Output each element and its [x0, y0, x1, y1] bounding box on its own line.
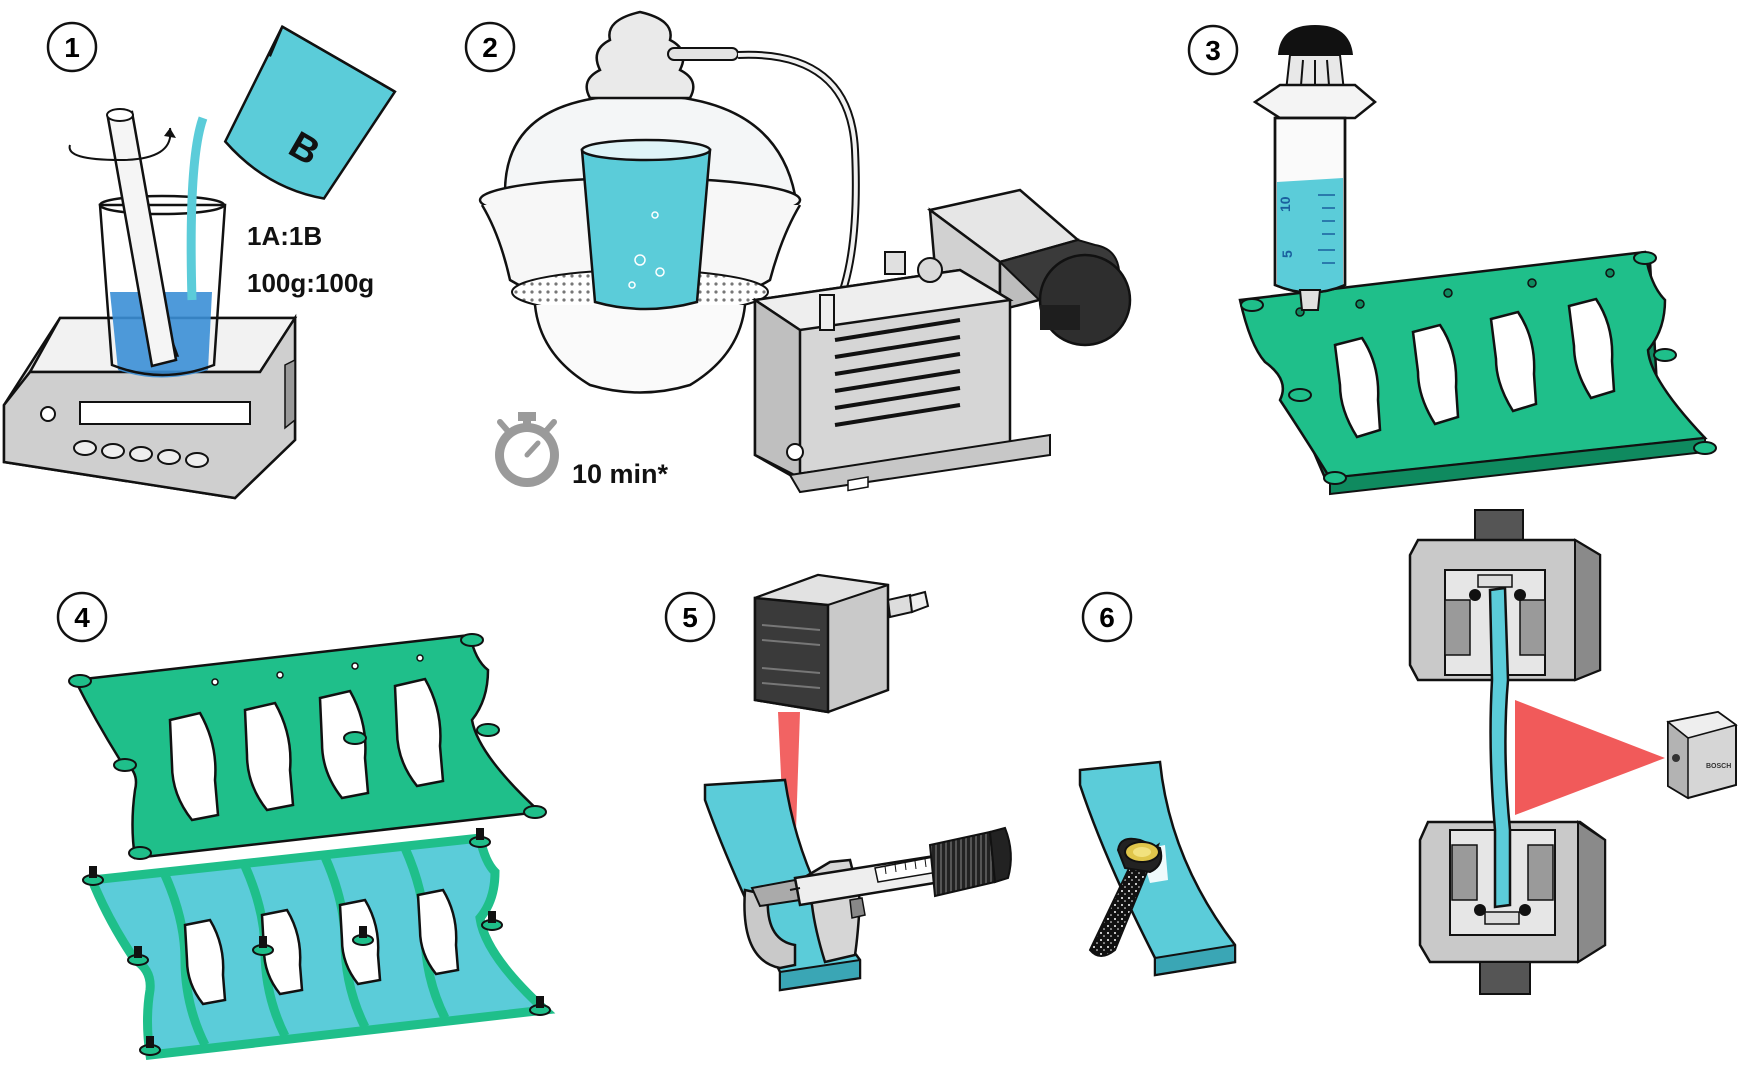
- step-3-illustration: 10 5: [1240, 25, 1716, 494]
- step-3-badge: 3: [1189, 26, 1237, 74]
- step-4-badge: 4: [58, 593, 106, 641]
- vacuum-pump-icon: [755, 190, 1130, 492]
- mold-top-plate-icon: [69, 634, 546, 859]
- step-6-badge: 6: [1083, 593, 1131, 641]
- step-1-illustration: A B 1A:1B 100g:100g: [4, 27, 395, 498]
- pour-stream: [191, 118, 203, 300]
- mix-mass-text: 100g:100g: [247, 268, 374, 298]
- step-5-badge: 5: [666, 593, 714, 641]
- syringe-mark-5: 5: [1279, 250, 1295, 258]
- vacuum-desiccator-icon: [480, 12, 800, 393]
- step-2-illustration: 10 min*: [480, 12, 1130, 492]
- degassing-time-text: 10 min*: [572, 459, 669, 489]
- step-4-number: 4: [74, 602, 90, 633]
- camera-field-of-view: [1515, 700, 1665, 815]
- step-1-badge: 1: [48, 23, 96, 71]
- step-5-illustration: [705, 477, 1011, 990]
- stopwatch-icon: [495, 412, 559, 487]
- camera-brand-label: BOSCH: [1706, 763, 1731, 770]
- tensile-test-illustration: BOSCH: [1410, 510, 1736, 994]
- step-5-number: 5: [682, 602, 698, 633]
- step-4-illustration: [69, 634, 550, 1055]
- syringe-mark-10: 10: [1277, 196, 1293, 212]
- laser-sensor-icon: [755, 477, 928, 712]
- mix-ratio-text: 1A:1B: [247, 221, 322, 251]
- step-3-number: 3: [1205, 35, 1221, 66]
- mold-bottom-plate-icon: [83, 828, 550, 1055]
- beaker-b-icon: B: [213, 27, 395, 212]
- syringe-icon: 10 5: [1255, 25, 1375, 310]
- step-6-number: 6: [1099, 602, 1115, 633]
- step-6-illustration: [1080, 762, 1235, 975]
- camera-sensor-icon: BOSCH: [1668, 712, 1736, 798]
- step-2-badge: 2: [466, 23, 514, 71]
- lower-grip-icon: [1420, 822, 1605, 994]
- step-1-number: 1: [64, 32, 80, 63]
- step-2-number: 2: [482, 32, 498, 63]
